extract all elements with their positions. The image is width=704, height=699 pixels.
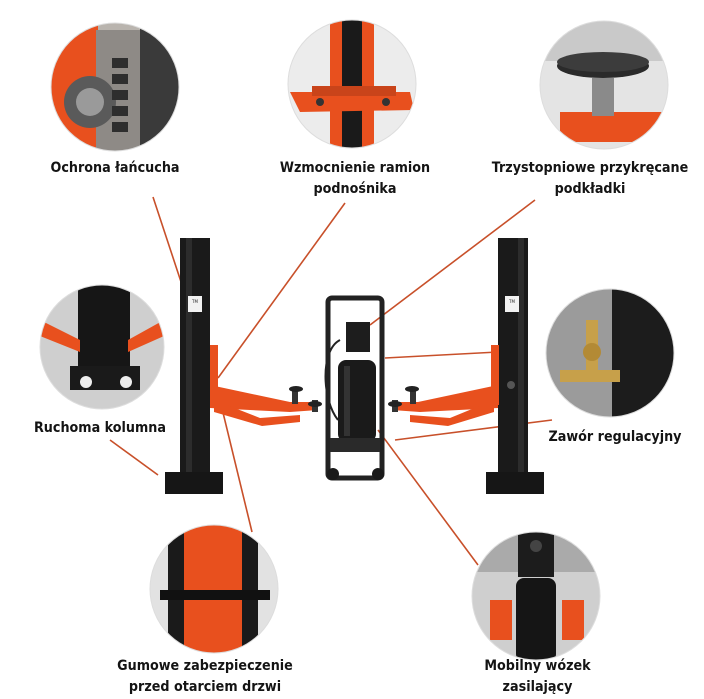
label-arm-reinforcement-line2: podnośnika — [313, 181, 397, 197]
label-mobile-cart-line1: Mobilny wózek — [484, 658, 591, 674]
label-chain-guard: Ochrona łańcucha — [50, 160, 180, 176]
label-mobile-cart-line2: zasilający — [502, 679, 573, 695]
label-rubber-guard: Gumowe zabezpieczenie przed otarciem drz… — [104, 656, 306, 698]
movable-column-photo — [40, 285, 164, 409]
left-post: TM — [165, 238, 223, 494]
label-control-valve: Zawór regulacyjny — [548, 429, 682, 445]
label-screw-pads-line1: Trzystopniowe przykręcane — [491, 160, 689, 176]
arm-reinforcement-photo — [288, 20, 416, 148]
left-post-plate: TM — [191, 299, 198, 304]
label-rubber-guard-line2: przed otarciem drzwi — [128, 679, 282, 695]
control-valve-photo — [546, 289, 674, 417]
right-post-plate: TM — [508, 299, 515, 304]
right-arms — [388, 385, 498, 426]
leader-lines — [109, 196, 553, 566]
label-screw-pads: Trzystopniowe przykręcane podkładki — [484, 158, 695, 200]
hydraulic-cart — [324, 295, 385, 481]
left-arms — [210, 385, 322, 426]
label-rubber-guard-line1: Gumowe zabezpieczenie — [117, 658, 293, 674]
label-mobile-cart: Mobilny wózek zasilający — [461, 656, 615, 698]
right-post: TM — [486, 238, 544, 494]
mobile-cart-photo — [472, 532, 600, 660]
label-arm-reinforcement-line1: Wzmocnienie ramion — [279, 160, 431, 176]
label-arm-reinforcement: Wzmocnienie ramion podnośnika — [271, 158, 438, 200]
label-screw-pads-line2: podkładki — [554, 181, 626, 197]
rubber-guard-photo — [150, 525, 278, 653]
label-movable-column: Ruchoma kolumna — [33, 420, 167, 436]
